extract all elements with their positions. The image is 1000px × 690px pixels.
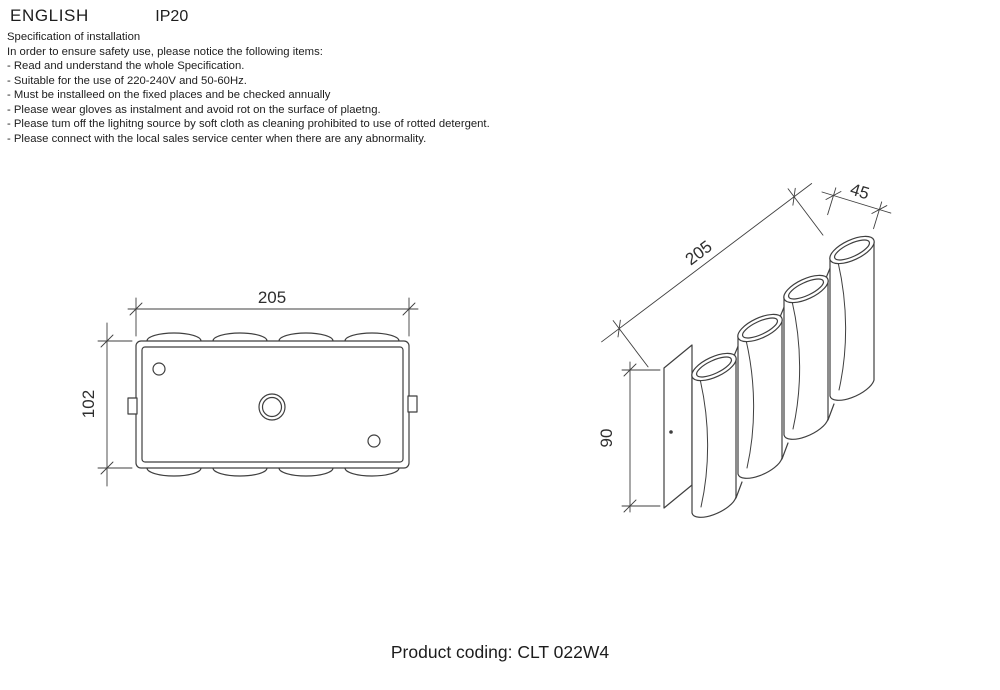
spec-line: - Please tum off the lighitng source by … (7, 118, 490, 130)
language-label: ENGLISH (10, 6, 89, 25)
front-view-outline (127, 332, 418, 477)
front-view-dimension-lines (97, 297, 419, 487)
front-view-drawing: 205 102 (80, 288, 419, 487)
spec-intro: In order to ensure safety use, please no… (7, 45, 323, 58)
product-coding: Product coding: CLT 022W4 (390, 642, 610, 662)
perspective-view-drawing: 205 45 90 (597, 180, 892, 518)
front-height-dimension-label: 102 (80, 390, 98, 418)
spec-block: Specification of installation In order t… (7, 30, 567, 146)
spec-line: - Read and understand the whole Specific… (7, 60, 245, 72)
perspective-fixture-outline (663, 235, 875, 518)
front-width-dimension-label: 205 (258, 288, 286, 307)
perspective-height-dimension-label: 90 (597, 429, 616, 448)
plate-screw-dot (669, 430, 673, 434)
perspective-length-dimension-label: 205 (682, 237, 716, 269)
spec-line: - Suitable for the use of 220-240V and 5… (7, 74, 247, 87)
ip-rating-label: IP20 (155, 8, 189, 25)
spec-title: Specification of installation (7, 31, 141, 43)
spec-line: - Please wear gloves as instalment and a… (7, 103, 381, 116)
page-header: ENGLISH IP20 (10, 6, 188, 26)
perspective-depth-dimension-label: 45 (848, 180, 872, 203)
spec-line: - Please connect with the local sales se… (7, 132, 427, 145)
spec-line: - Must be installeed on the fixed places… (7, 89, 331, 101)
